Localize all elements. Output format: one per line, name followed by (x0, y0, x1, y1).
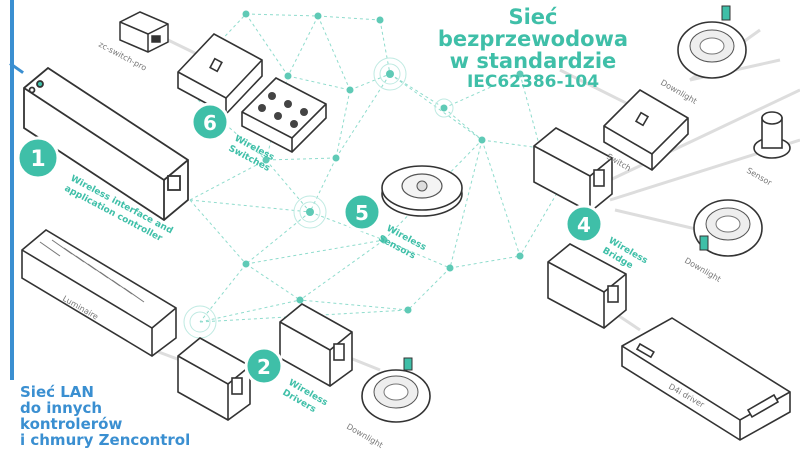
node-6-badge: 6 (190, 102, 230, 142)
wireless-driver-left (177, 337, 251, 421)
title-line-3: w standardzie (449, 49, 617, 73)
title-line-2: bezprzewodowa (437, 27, 629, 51)
application-controller-device (23, 66, 189, 222)
mesh-nodes (242, 10, 524, 314)
switch-device (603, 88, 689, 172)
downlight-mid-label: Downlight (683, 256, 722, 284)
title-line-4: IEC62386-104 (466, 72, 600, 92)
node-6-number: 6 (203, 111, 217, 135)
wireless-switch-plate (177, 33, 263, 115)
signal-rings (183, 57, 454, 339)
lan-connection-line (10, 0, 14, 380)
node-1-badge: 1 (16, 136, 60, 180)
downlight-bottom-device (361, 357, 431, 423)
d4i-driver-device (621, 317, 791, 441)
node-1-number: 1 (30, 147, 45, 172)
lan-note-line-2: do innych (20, 399, 103, 417)
luminaire-device (21, 229, 177, 357)
downlight-top-label: Downlight (659, 78, 698, 106)
node-4-badge: 4 (564, 204, 604, 244)
wireless-bridge-lower (547, 243, 627, 329)
wireless-bridge-upper (533, 127, 613, 213)
lan-note-line-1: Sieć LAN (20, 383, 94, 401)
network-standard-title: Sieć bezprzewodowa w standardzie IEC6238… (418, 6, 648, 92)
node-5-badge: 5 (342, 192, 382, 232)
wireless-keypad (241, 77, 327, 153)
downlight-mid-device (693, 199, 763, 257)
title-line-1: Sieć (508, 5, 558, 29)
lan-note-line-4: i chmury Zencontrol (20, 431, 191, 449)
wireless-driver-right (279, 303, 353, 387)
zc-switch-pro-device (119, 11, 169, 53)
wireless-sensor-device (381, 165, 463, 217)
lan-note: Sieć LAN do innych kontrolerów i chmury … (20, 384, 190, 448)
node-2-number: 2 (257, 355, 271, 379)
sensor-device (753, 111, 791, 159)
node-2-badge: 2 (244, 346, 284, 386)
sensor-label: Sensor (745, 166, 774, 188)
node-4-number: 4 (577, 213, 591, 237)
downlight-top-device (677, 5, 747, 79)
downlight-bottom-label: Downlight (345, 422, 384, 450)
lan-note-line-3: kontrolerów (20, 415, 123, 433)
node-5-number: 5 (355, 201, 369, 225)
